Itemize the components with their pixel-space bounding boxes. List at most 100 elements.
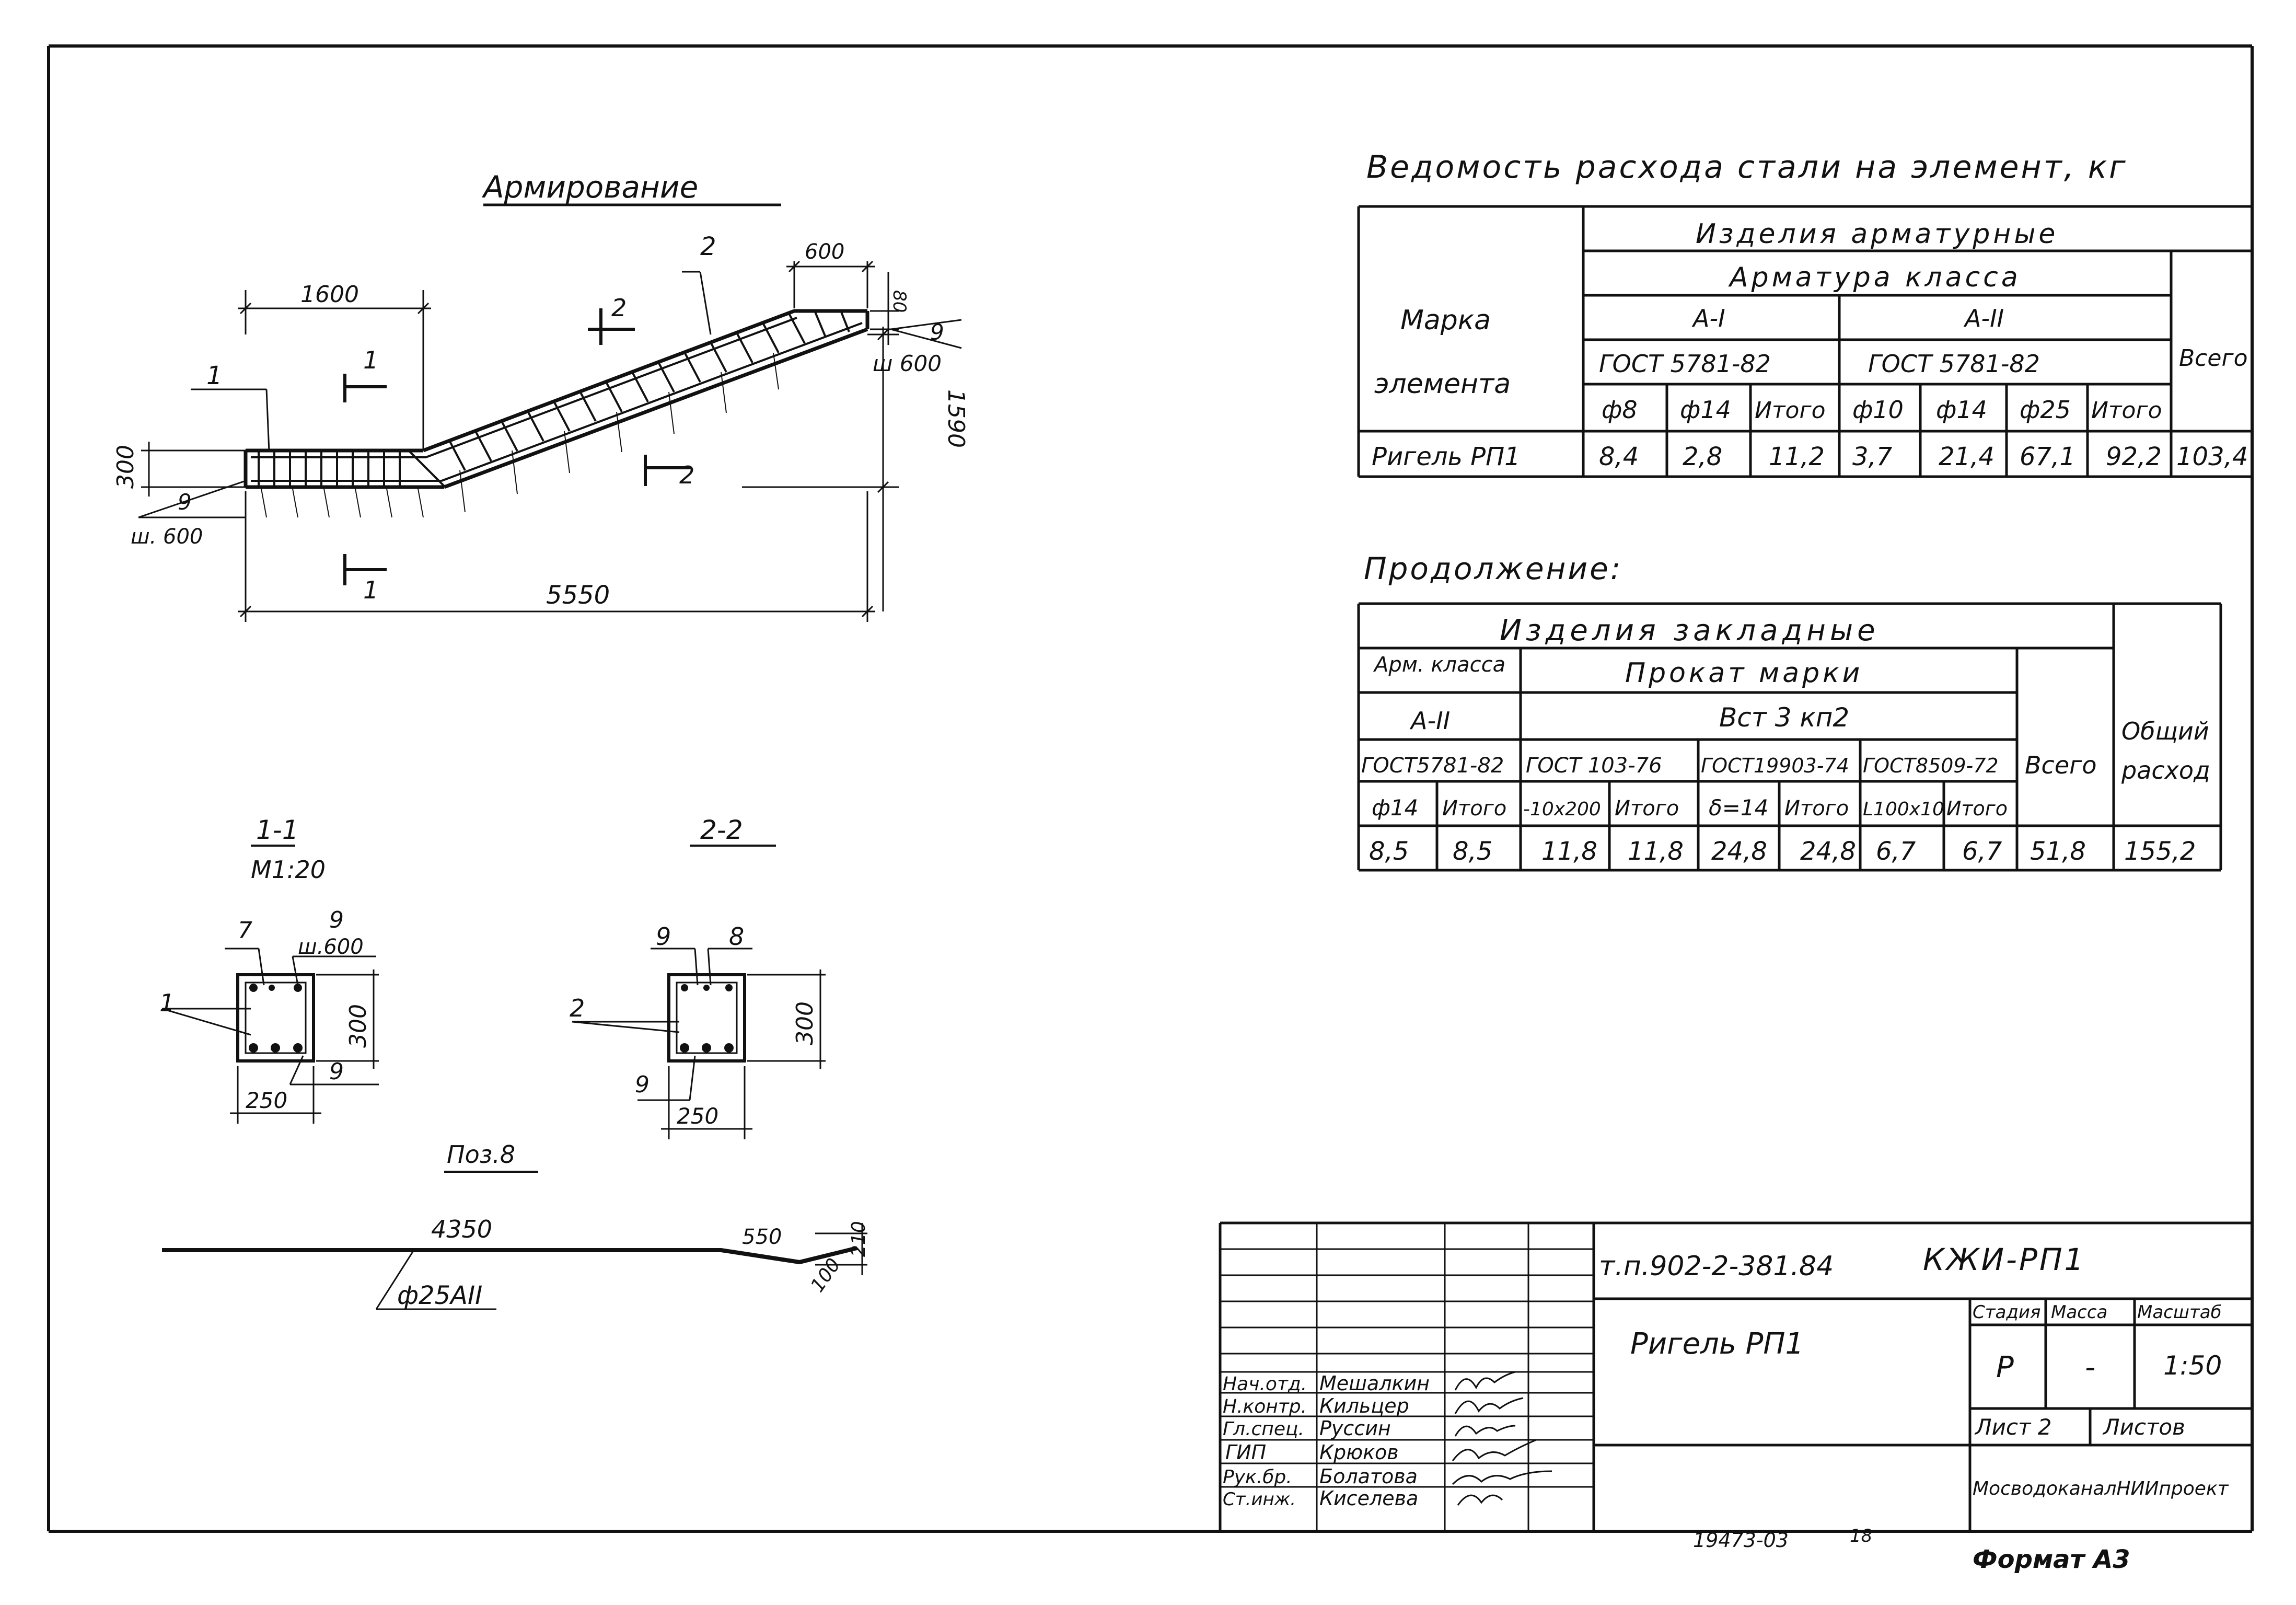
pos8-bar-spec: ф25АII [397,1281,482,1310]
cont-col-8: Итого [1946,797,2008,820]
tb-name-1: Мешалкин [1319,1372,1430,1395]
steel-row-v7: 92,2 [2106,442,2162,471]
cont-h-prokat: Прокат марки [1625,657,1863,689]
dim-80: 80 [889,290,910,313]
dim-1590: 1590 [943,389,969,448]
steel-row-v2: 2,8 [1683,442,1722,471]
steel-h-gost2: ГОСТ 5781-82 [1868,350,2040,378]
cont-gost-1: ГОСТ5781-82 [1361,754,1504,778]
cont-col-5: δ=14 [1709,795,1768,821]
cont-col-7: L100х10 [1863,799,1944,820]
steel-col-5: ф14 [1936,396,1987,424]
tb-name-4: Крюков [1319,1441,1399,1464]
section-2-mark-top: 2 [611,294,627,322]
steel-row-name: Ригель РП1 [1372,442,1521,471]
cont-h-AII: А-II [1409,707,1450,735]
section-2-2-pos2: 2 [570,994,585,1022]
steel-h-AII: А-II [1963,304,2004,332]
cont-h-total-1: Общий [2121,717,2209,745]
cont-h-izdelia: Изделия закладные [1500,614,1880,648]
reinforcement-drawing: Армирование [112,169,969,622]
steel-h-izdelia: Изделия арматурные [1696,218,2058,250]
steel-col-6: ф25 [2020,396,2071,424]
section-2-2-pos8: 8 [729,922,744,951]
note-sh600-right: ш 600 [873,351,942,376]
section-1-1-pos7: 7 [238,917,252,944]
cont-row-v4: 11,8 [1628,837,1684,866]
sheet-frame [47,44,2254,1533]
continuation-table: Продолжение: Изделия закладные Арм. клас… [1357,551,2222,872]
cont-h-arm: Арм. класса [1373,653,1505,677]
tb-role-3: Гл.спец. [1223,1418,1304,1440]
tb-stage: Р [1996,1350,2014,1384]
pos-2-label: 2 [700,232,716,261]
tb-sheets: Листов [2102,1414,2185,1440]
section-1-1-pos1: 1 [159,989,175,1017]
tb-name-2: Кильцер [1319,1394,1409,1417]
tb-name: Ригель РП1 [1630,1327,1804,1361]
pos8-title: Поз.8 [447,1140,515,1169]
section-1-1-title: 1-1 [256,815,299,845]
cont-row-v1: 8,5 [1369,837,1409,866]
steel-h-marka: Марка [1400,305,1491,336]
steel-col-1: ф8 [1602,396,1638,424]
footer-sheet-no: 18 [1850,1526,1872,1546]
section-1-1-dim300: 300 [345,1004,372,1048]
footer-inv: 19473-03 [1693,1529,1789,1552]
dim-5550: 5550 [546,581,610,610]
steel-table-caption: Ведомость расхода стали на элемент, кг [1366,149,2128,186]
cont-row-v10: 155,2 [2124,837,2196,866]
cont-h-vst: Вст 3 кп2 [1719,702,1849,733]
tb-scale: 1:50 [2163,1350,2222,1381]
cont-row-v3: 11,8 [1541,837,1597,866]
steel-row-v5: 21,4 [1939,442,1994,471]
title-block: т.п.902-2-381.84 КЖИ-РП1 Ригель РП1 Стад… [1219,1221,2252,1531]
cont-gost-4: ГОСТ8509-72 [1863,754,1999,777]
tb-h-scale: Масштаб [2137,1302,2222,1323]
note-9-right: 9 [930,319,944,345]
tb-role-6: Ст.инж. [1223,1489,1296,1510]
section-2-mark-bottom: 2 [679,461,694,489]
stirrups-inclined [448,311,850,471]
tb-org: МосводоканалНИИпроект [1973,1478,2229,1499]
steel-col-4: ф10 [1852,396,1904,424]
cont-col-1: ф14 [1372,795,1418,821]
steel-row-v4: 3,7 [1852,442,1893,471]
tb-name-3: Руссин [1319,1417,1391,1440]
cont-row-v5: 24,8 [1711,837,1767,866]
cont-col-4: Итого [1615,796,1679,821]
section-2-2-dim300: 300 [792,1001,818,1045]
section-1-1: 1-1 М1:20 7 9 ш.600 1 300 250 9 [159,815,379,1124]
section-1-mark-bottom: 1 [363,576,378,604]
steel-h-elementa: элемента [1374,368,1511,400]
section-2-2-pos9b: 9 [635,1071,650,1098]
drawing-title: Армирование [481,169,698,205]
cont-h-vsego: Всего [2025,751,2096,779]
steel-col-7: Итого [2091,397,2162,424]
steel-consumption-table: Ведомость расхода стали на элемент, кг И… [1357,149,2252,478]
section-2-2-pos9: 9 [656,922,671,951]
cont-row-v6: 24,8 [1800,837,1856,866]
steel-h-gost1: ГОСТ 5781-82 [1599,350,1771,378]
section-1-mark-top: 1 [363,346,378,374]
tb-name-6: Киселева [1319,1487,1418,1510]
steel-h-armatura: Арматура класса [1728,262,2021,293]
cont-row-v8: 6,7 [1962,837,2002,866]
pos8-dim210: 210 [848,1221,869,1257]
pos8-dim4350: 4350 [431,1215,492,1243]
cont-gost-2: ГОСТ 103-76 [1526,754,1662,778]
steel-row-v6: 67,1 [2020,442,2075,471]
section-1-1-scale: М1:20 [251,856,326,884]
tb-project: т.п.902-2-381.84 [1599,1251,1834,1282]
tb-role-4: ГИП [1225,1441,1266,1464]
tb-role-2: Н.контр. [1223,1396,1307,1417]
section-2-2-title: 2-2 [700,815,743,845]
steel-col-2: ф14 [1680,396,1731,424]
cont-col-2: Итого [1442,796,1506,821]
tb-sheet: Лист 2 [1974,1414,2052,1440]
dim-600: 600 [805,240,844,264]
steel-row-v3: 11,2 [1769,442,1825,471]
dim-1600: 1600 [300,281,359,308]
dim-300: 300 [112,445,139,489]
